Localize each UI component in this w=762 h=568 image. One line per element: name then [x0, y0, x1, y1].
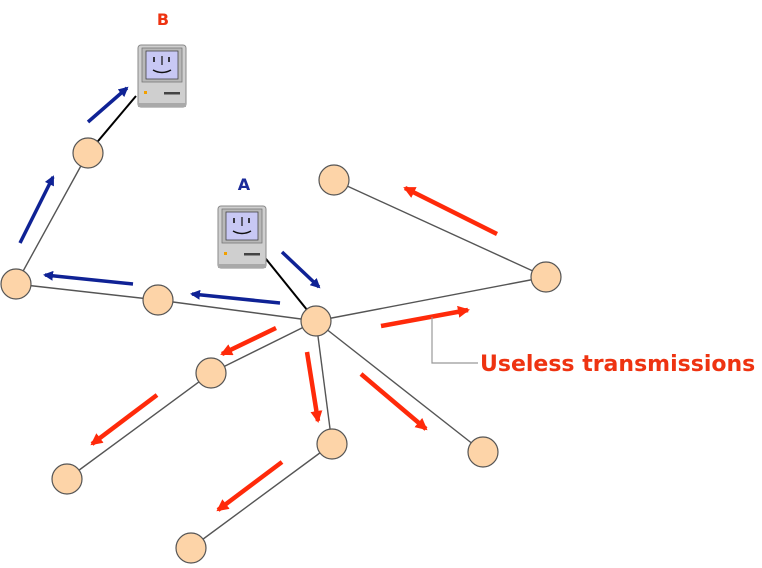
arrow-lowmid-to-bottom — [216, 460, 284, 512]
host-a-label: A — [238, 175, 251, 194]
arrow-upper-to-b — [86, 86, 129, 124]
link-left-farleft — [15, 283, 159, 301]
link-center-left — [157, 299, 317, 322]
link-center-mid — [210, 320, 317, 374]
arrow-right-to-topright — [403, 185, 499, 237]
link-center-lowmid — [315, 320, 333, 445]
arrow-left-to-farleft — [43, 270, 134, 286]
arrow-a-to-center — [280, 250, 321, 289]
node-upper-left — [72, 137, 104, 169]
node-right — [530, 261, 562, 293]
node-far-left — [0, 268, 32, 300]
useless-transmissions-annotation: Useless transmissions — [480, 352, 755, 377]
arrow-center-to-left — [190, 289, 281, 305]
node-mid — [195, 357, 227, 389]
arrow-farleft-to-upper — [18, 175, 55, 244]
host-a-computer-icon — [217, 205, 267, 269]
node-bottom — [175, 532, 207, 564]
useless-arrows — [90, 185, 499, 512]
useful-arrows — [18, 86, 321, 305]
node-left — [142, 284, 174, 316]
arrow-center-to-mid — [220, 325, 277, 357]
link-mid-lowerleft — [66, 372, 212, 480]
annotation-leader — [431, 317, 478, 364]
node-low-mid — [316, 428, 348, 460]
host-b-computer-icon — [137, 44, 187, 108]
node-lower-left — [51, 463, 83, 495]
link-center-right — [315, 276, 547, 322]
node-center — [300, 305, 332, 337]
host-b-label: B — [157, 10, 169, 29]
node-low-right — [467, 436, 499, 468]
arrow-center-to-lowmid — [304, 351, 323, 423]
host-links — [87, 95, 317, 322]
link-farleft-upper — [15, 152, 89, 285]
node-top-right — [318, 164, 350, 196]
link-lowmid-bottom — [190, 443, 333, 549]
link-right-topright — [333, 179, 547, 278]
network-nodes — [0, 137, 562, 564]
arrow-center-to-right — [380, 305, 470, 329]
arrow-center-to-lowright — [359, 372, 428, 431]
network-links — [15, 152, 547, 549]
link-center-lowright — [315, 320, 484, 453]
arrow-mid-to-lowerleft — [90, 393, 159, 446]
